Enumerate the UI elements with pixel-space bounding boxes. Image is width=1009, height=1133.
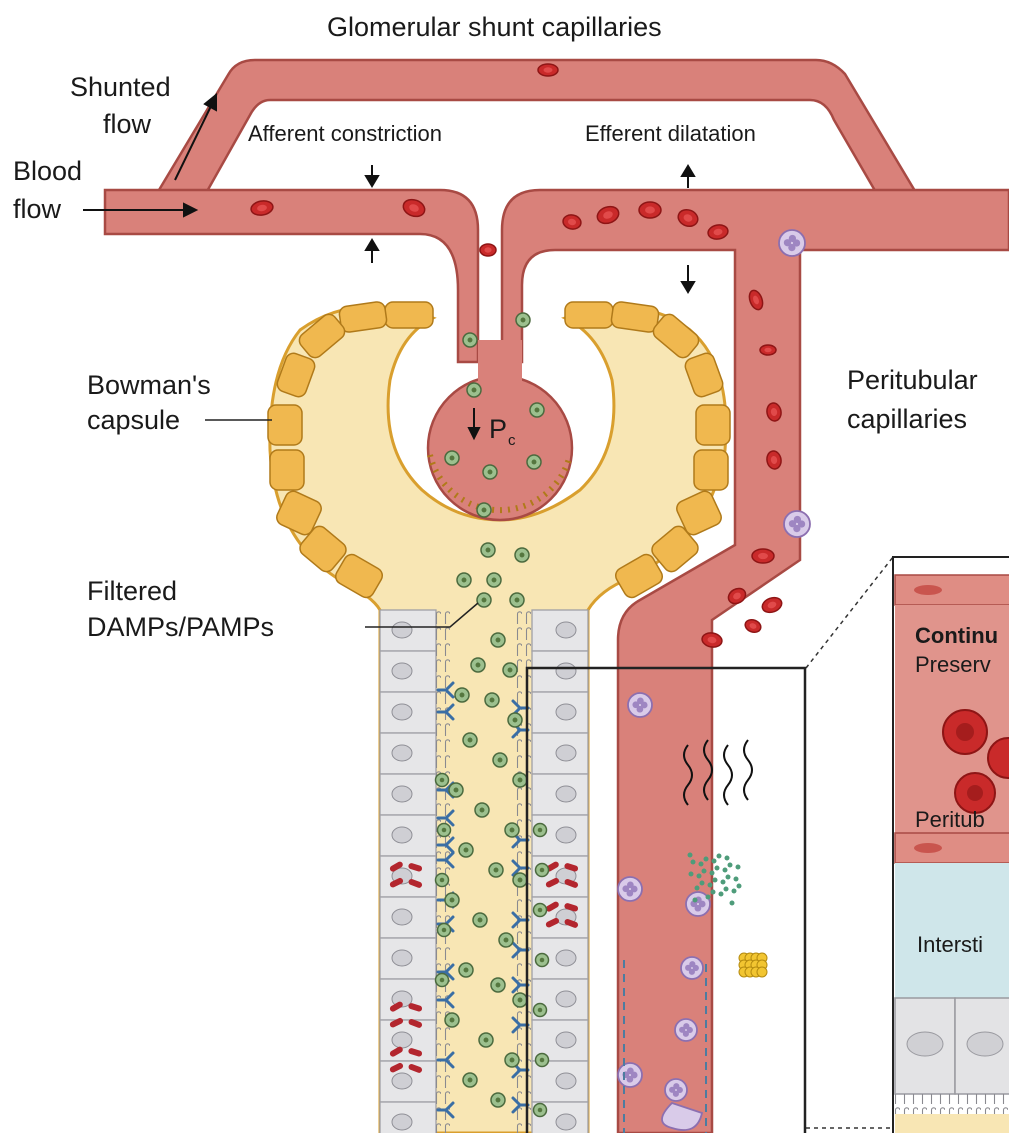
cell-nucleus xyxy=(392,827,412,843)
cell-nucleus xyxy=(392,1032,412,1048)
inset-endothelium-top xyxy=(895,575,1009,605)
inset-endothelium-bottom xyxy=(895,833,1009,863)
cytokine xyxy=(736,865,741,870)
cell-nucleus xyxy=(392,1114,412,1130)
label-filtered: Filtered xyxy=(87,576,177,607)
cytokine xyxy=(710,871,715,876)
label-pressure-subscript: c xyxy=(508,432,516,449)
cytokine xyxy=(711,890,716,895)
cytokine xyxy=(725,856,730,861)
cell-nucleus xyxy=(392,909,412,925)
label-pressure: P xyxy=(489,414,507,445)
cell-nucleus xyxy=(392,786,412,802)
cytokine xyxy=(715,866,720,871)
cell-nucleus xyxy=(556,745,576,761)
cytokine xyxy=(693,898,698,903)
cytokine xyxy=(691,860,696,865)
cytokine xyxy=(706,895,711,900)
cell-nucleus xyxy=(556,1114,576,1130)
cytokine xyxy=(719,892,724,897)
cell-nucleus xyxy=(392,1073,412,1089)
cell-nucleus xyxy=(556,950,576,966)
cytokine xyxy=(713,878,718,883)
title-glomerular-shunt: Glomerular shunt capillaries xyxy=(327,12,662,43)
label-capillaries: capillaries xyxy=(847,404,967,435)
cytokine xyxy=(697,874,702,879)
leukocyte xyxy=(665,1079,687,1101)
inset-label-interstitium: Intersti xyxy=(917,932,983,958)
leukocyte xyxy=(628,693,652,717)
cell-nucleus xyxy=(556,991,576,1007)
inset-label-preserved: Preserv xyxy=(915,652,991,678)
cell-nucleus xyxy=(556,622,576,638)
cell-nucleus xyxy=(392,745,412,761)
cytokine xyxy=(717,854,722,859)
cytokine xyxy=(695,886,700,891)
leukocyte xyxy=(681,957,703,979)
cytokine xyxy=(732,889,737,894)
cytokine xyxy=(724,887,729,892)
cytokine xyxy=(704,857,709,862)
cytokine xyxy=(721,880,726,885)
inset-brush-border xyxy=(895,1094,1009,1114)
label-blood-flow: flow xyxy=(13,194,61,225)
cytokine xyxy=(700,881,705,886)
cell-nucleus xyxy=(392,622,412,638)
cell-nucleus xyxy=(392,950,412,966)
label-blood: Blood xyxy=(13,156,82,187)
cytokine xyxy=(728,863,733,868)
cytokine xyxy=(699,862,704,867)
leukocyte xyxy=(618,1063,642,1087)
granule xyxy=(757,967,767,977)
cytokine xyxy=(712,859,717,864)
leukocyte xyxy=(784,511,810,537)
cell-nucleus xyxy=(556,827,576,843)
leukocyte xyxy=(675,1019,697,1041)
cell-nucleus xyxy=(556,786,576,802)
cell-nucleus xyxy=(392,704,412,720)
cell-nucleus xyxy=(556,663,576,679)
label-damps-pamps: DAMPs/PAMPs xyxy=(87,612,274,643)
cell-nucleus xyxy=(556,704,576,720)
label-shunted: Shunted xyxy=(70,72,171,103)
cell-nucleus xyxy=(392,663,412,679)
label-capsule: capsule xyxy=(87,405,180,436)
inset-interstitium xyxy=(895,863,1009,998)
cytokine xyxy=(730,901,735,906)
cytokine xyxy=(726,875,731,880)
inset-label-continuous: Continu xyxy=(915,623,998,649)
cell-nucleus xyxy=(556,1032,576,1048)
leukocyte xyxy=(779,230,805,256)
cytokine xyxy=(702,869,707,874)
label-shunted-flow: flow xyxy=(103,109,151,140)
label-efferent-dilatation: Efferent dilatation xyxy=(585,121,756,147)
cytokine xyxy=(734,877,739,882)
leukocyte xyxy=(618,877,642,901)
label-afferent-constriction: Afferent constriction xyxy=(248,121,442,147)
cell-nucleus xyxy=(556,1073,576,1089)
inset-nucleus xyxy=(914,585,942,595)
cytokine xyxy=(708,883,713,888)
cytokine xyxy=(688,853,693,858)
cytokine xyxy=(737,884,742,889)
cytokine xyxy=(723,868,728,873)
label-peritubular: Peritubular xyxy=(847,365,978,396)
cytokine xyxy=(689,872,694,877)
inset-label-peritubular: Peritub xyxy=(915,807,985,833)
inset-connector-top xyxy=(806,557,893,668)
label-bowmans: Bowman's xyxy=(87,370,211,401)
